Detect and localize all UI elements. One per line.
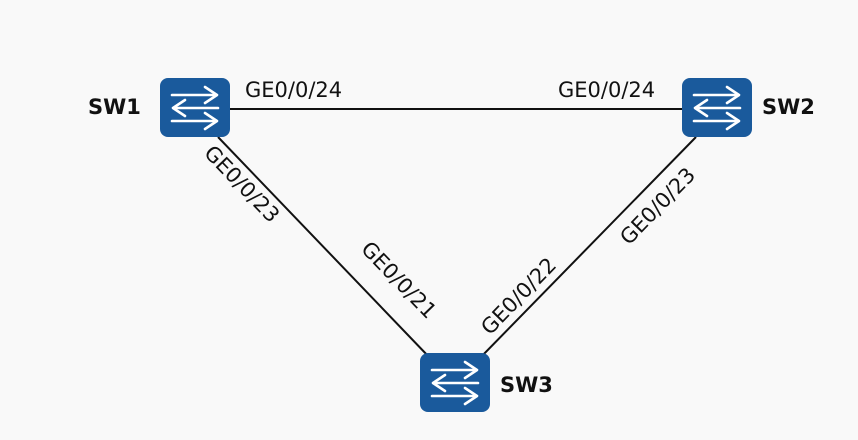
- link-sw2-sw3: [477, 136, 697, 361]
- port-label-sw1-sw2: GE0/0/24: [245, 78, 342, 102]
- switch-sw3[interactable]: [420, 353, 490, 412]
- switch-icon: [160, 78, 230, 137]
- switch-sw2[interactable]: [682, 78, 752, 137]
- switch-icon: [682, 78, 752, 137]
- switch-icon: [420, 353, 490, 412]
- port-label-sw1-sw3: GE0/0/23: [199, 141, 284, 228]
- node-label-sw1: SW1: [88, 95, 141, 119]
- port-label-sw3-sw1: GE0/0/21: [356, 237, 441, 324]
- link-sw1-sw3: [217, 136, 431, 359]
- node-label-sw2: SW2: [762, 95, 815, 119]
- switch-sw1[interactable]: [160, 78, 230, 137]
- port-label-sw2-sw1: GE0/0/24: [558, 78, 655, 102]
- node-label-sw3: SW3: [500, 373, 553, 397]
- port-label-sw3-sw2: GE0/0/22: [476, 253, 561, 340]
